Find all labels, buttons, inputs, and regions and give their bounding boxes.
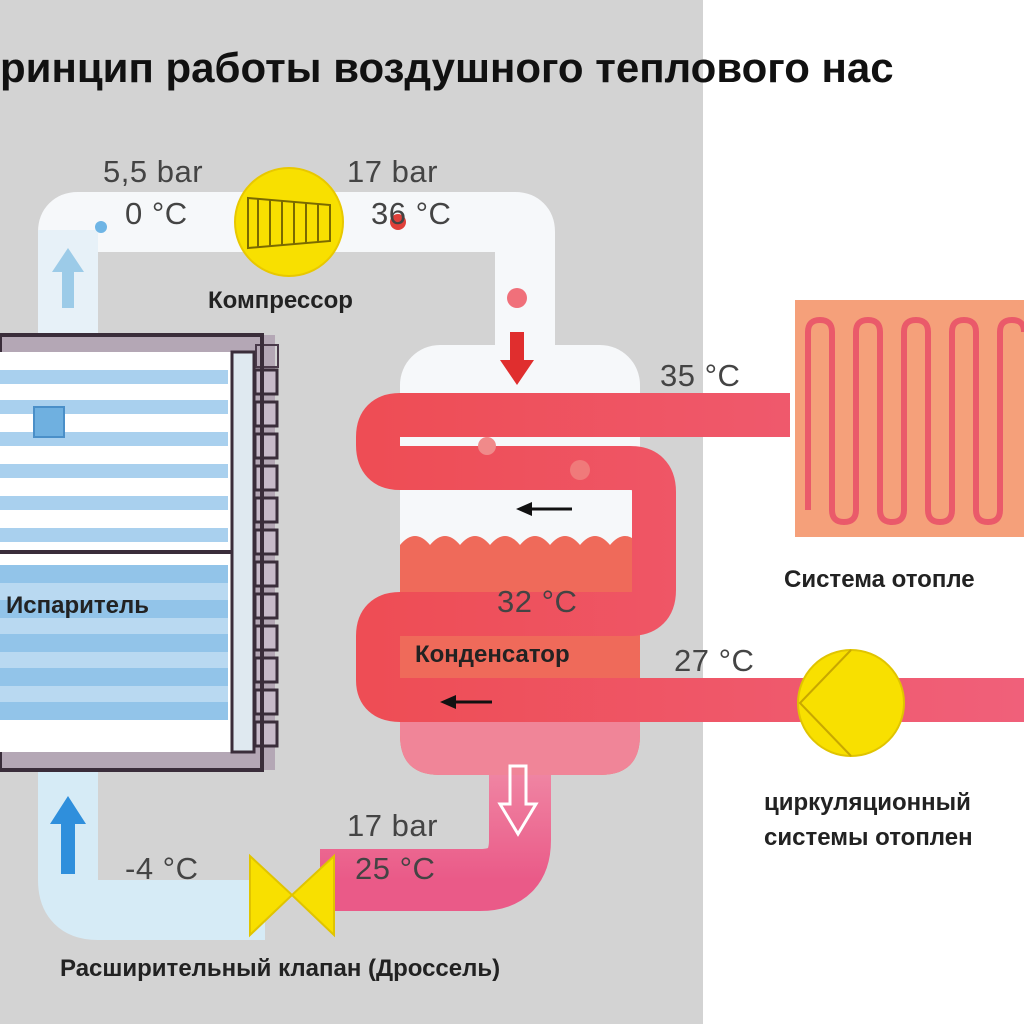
- compressor-in-temp: 0 °C: [125, 196, 188, 231]
- page-title: ринцип работы воздушного теплового нас: [0, 44, 894, 91]
- down-outline-arrow-icon: [497, 764, 539, 837]
- supply-temp: 35 °C: [660, 358, 741, 393]
- hot-bubble: [570, 460, 590, 480]
- down-arrow-icon: [500, 332, 534, 385]
- valve-in-temp: 25 °C: [355, 851, 436, 886]
- hot-bubble: [507, 288, 527, 308]
- valve-label: Расширительный клапан (Дроссель): [60, 955, 501, 982]
- hot-bubble: [390, 214, 406, 230]
- compressor-label: Компрессор: [208, 287, 353, 314]
- return-temp: 27 °C: [674, 643, 755, 678]
- heating-system-label: Система отопле: [784, 566, 975, 593]
- compressor-in-pressure: 5,5 bar: [103, 154, 204, 189]
- up-arrow-icon: [50, 796, 86, 874]
- evaporator-block: [0, 333, 279, 772]
- cold-pipe: [38, 770, 265, 940]
- compressor-out-pressure: 17 bar: [347, 154, 438, 189]
- evaporator-label: Испаритель: [6, 592, 149, 619]
- condenser-temp: 32 °C: [497, 584, 578, 619]
- valve-in-pressure: 17 bar: [347, 808, 438, 843]
- compressor-out-temp: 36 °C: [371, 196, 452, 231]
- up-arrow-icon: [52, 248, 84, 308]
- pump-label-line1: циркуляционный: [764, 789, 971, 816]
- condenser-label: Конденсатор: [415, 641, 570, 668]
- pump-label-line2: системы отоплен: [764, 824, 973, 851]
- left-arrow-icon: [516, 502, 572, 516]
- hot-bubble: [478, 437, 496, 455]
- radiator: [795, 300, 1024, 537]
- liquid-pipe: [320, 760, 551, 911]
- left-arrow-icon: [440, 695, 492, 709]
- circulation-pump: [797, 649, 905, 757]
- compressor: [234, 167, 344, 277]
- water-coil: [356, 393, 1024, 722]
- expansion-valve: [249, 853, 335, 938]
- valve-out-temp: -4 °C: [125, 851, 199, 886]
- cold-bubble: [95, 221, 107, 233]
